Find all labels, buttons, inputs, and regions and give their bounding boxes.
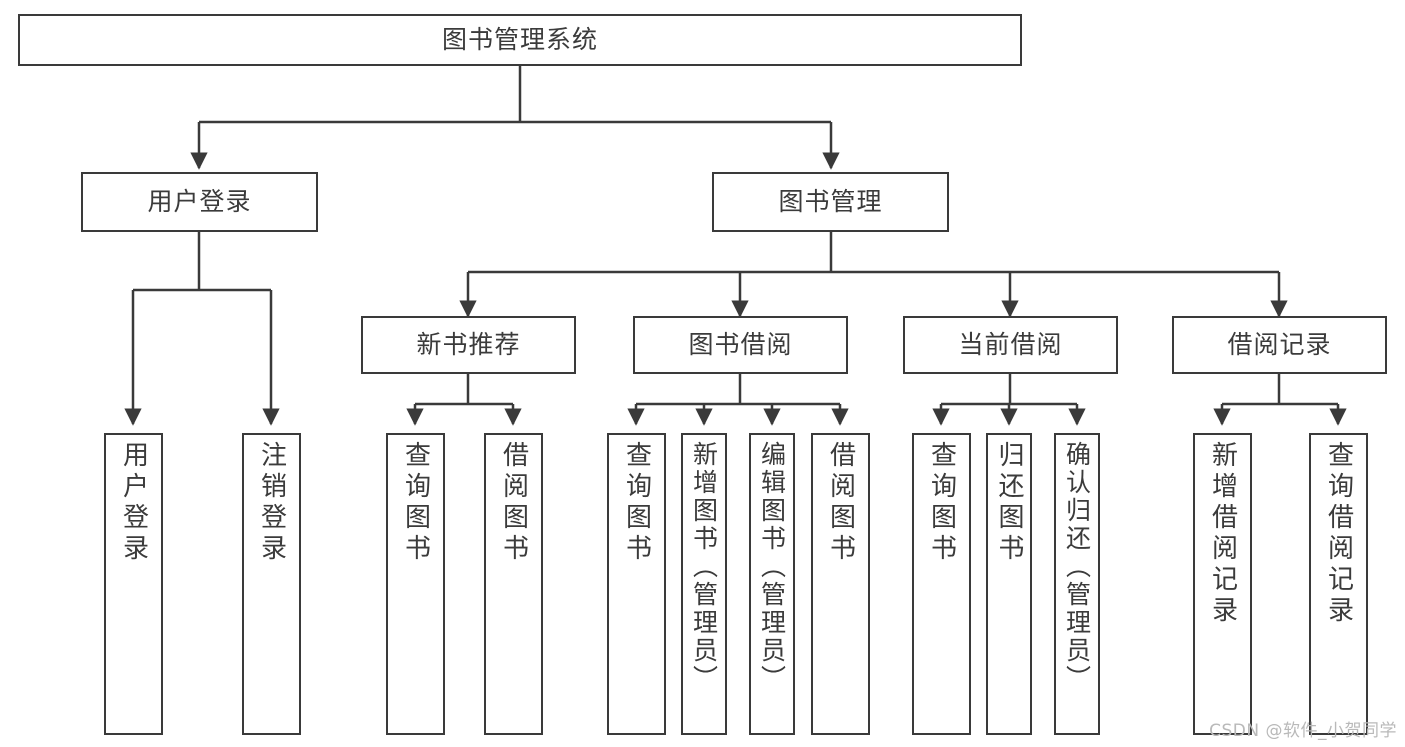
leaf-user-login-do[interactable]: 用户登录 xyxy=(104,433,163,735)
node-label: 用户登录 xyxy=(118,441,149,565)
node-label: 确认归还（管理员） xyxy=(1062,441,1092,693)
leaf-current-return-book[interactable]: 归还图书 xyxy=(986,433,1032,735)
node-label: 用户登录 xyxy=(147,187,252,216)
leaf-recommend-borrow-book[interactable]: 借阅图书 xyxy=(484,433,543,735)
leaf-borrow-query-book[interactable]: 查询图书 xyxy=(607,433,666,735)
node-label: 借阅图书 xyxy=(498,441,529,565)
leaf-borrow-add-book-admin[interactable]: 新增图书（管理员） xyxy=(681,433,727,735)
node-root-book-management-system[interactable]: 图书管理系统 xyxy=(18,14,1022,66)
leaf-borrow-edit-book-admin[interactable]: 编辑图书（管理员） xyxy=(749,433,795,735)
leaf-recommend-query-book[interactable]: 查询图书 xyxy=(386,433,445,735)
node-label: 借阅记录 xyxy=(1227,330,1332,359)
node-label: 注销登录 xyxy=(256,441,287,565)
node-label: 新增借阅记录 xyxy=(1207,441,1238,627)
node-label: 新增图书（管理员） xyxy=(689,441,719,693)
node-label: 图书管理系统 xyxy=(441,25,598,54)
node-user-login[interactable]: 用户登录 xyxy=(81,172,318,232)
node-label: 查询图书 xyxy=(621,441,652,565)
node-label: 编辑图书（管理员） xyxy=(757,441,787,693)
node-label: 查询借阅记录 xyxy=(1323,441,1354,627)
node-label: 图书管理 xyxy=(778,187,883,216)
node-label: 查询图书 xyxy=(400,441,431,565)
node-label: 借阅图书 xyxy=(825,441,856,565)
node-current-borrow[interactable]: 当前借阅 xyxy=(903,316,1118,374)
node-borrow-record[interactable]: 借阅记录 xyxy=(1172,316,1387,374)
node-label: 归还图书 xyxy=(994,441,1024,565)
leaf-borrow-borrow-book[interactable]: 借阅图书 xyxy=(811,433,870,735)
node-book-management[interactable]: 图书管理 xyxy=(712,172,949,232)
node-label: 图书借阅 xyxy=(688,330,793,359)
leaf-record-query-borrow-record[interactable]: 查询借阅记录 xyxy=(1309,433,1368,735)
node-book-borrow[interactable]: 图书借阅 xyxy=(633,316,848,374)
leaf-current-confirm-return-admin[interactable]: 确认归还（管理员） xyxy=(1054,433,1100,735)
node-label: 当前借阅 xyxy=(958,330,1063,359)
node-label: 新书推荐 xyxy=(416,330,521,359)
node-new-book-recommend[interactable]: 新书推荐 xyxy=(361,316,576,374)
leaf-current-query-book[interactable]: 查询图书 xyxy=(912,433,971,735)
leaf-user-logout[interactable]: 注销登录 xyxy=(242,433,301,735)
node-label: 查询图书 xyxy=(926,441,957,565)
leaf-record-add-borrow-record[interactable]: 新增借阅记录 xyxy=(1193,433,1252,735)
watermark-csdn: CSDN @软件_小贺同学 xyxy=(1209,721,1397,741)
